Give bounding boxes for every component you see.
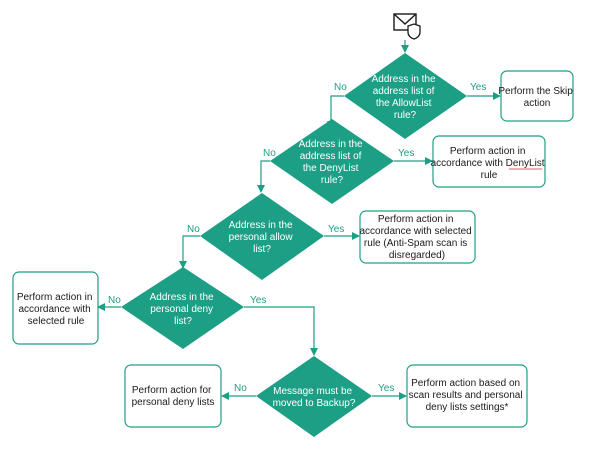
svg-text:Perform action for perso: Perform action for personal deny lists bbox=[132, 385, 215, 408]
connector-d1-no bbox=[327, 95, 344, 129]
action-selected-rule-antispam: Perform action in accordance with select… bbox=[359, 210, 476, 264]
svg-text:Address in the personal: Address in the personal deny list? bbox=[150, 292, 217, 327]
svg-text:Perform action in accord: Perform action in accordance with DenyLi… bbox=[431, 146, 548, 181]
connector-d2-no bbox=[257, 160, 270, 193]
svg-text:Perform the Skip action: Perform the Skip action bbox=[498, 86, 575, 109]
branch-labels: Yes No Yes No Yes No No Yes No Yes bbox=[108, 82, 486, 394]
decision-denylist-rule: Address in the address list of the DenyL… bbox=[270, 119, 394, 204]
action-skip: Perform the Skip action bbox=[498, 70, 575, 122]
action-personal-deny-lists: Perform action for personal deny lists bbox=[124, 364, 222, 428]
decision-backup: Message must be moved to Backup? bbox=[256, 356, 372, 437]
connectors bbox=[97, 40, 501, 400]
mail-shield-icon bbox=[393, 13, 421, 40]
action-scan-results: Perform action based on scan results and… bbox=[406, 364, 528, 428]
svg-text:Message must be moved to: Message must be moved to Backup? bbox=[273, 386, 356, 409]
label-yes: Yes bbox=[470, 82, 486, 93]
label-yes: Yes bbox=[398, 148, 414, 159]
label-yes: Yes bbox=[378, 383, 394, 394]
label-no: No bbox=[108, 295, 121, 306]
svg-text:Perform action based on: Perform action based on scan results and… bbox=[409, 378, 526, 413]
connector-d3-no bbox=[179, 235, 200, 269]
connector-d4-yes bbox=[244, 306, 318, 356]
label-no: No bbox=[234, 383, 247, 394]
action-denylist: Perform action in accordance with DenyLi… bbox=[431, 135, 548, 188]
label-yes: Yes bbox=[328, 224, 344, 235]
decision-allowlist-rule: Address in the address list of the Allow… bbox=[344, 53, 467, 139]
label-yes: Yes bbox=[250, 295, 266, 306]
action-selected-rule: Perform action in accordance with select… bbox=[12, 271, 99, 345]
decision-personal-allow: Address in the personal allow list? bbox=[200, 193, 324, 280]
svg-text:Address in the address l: Address in the address list of the Allow… bbox=[372, 74, 439, 121]
decision-personal-deny: Address in the personal deny list? bbox=[121, 267, 244, 349]
label-no: No bbox=[334, 82, 347, 93]
svg-text:Perform action in accord: Perform action in accordance with select… bbox=[359, 214, 474, 261]
svg-text:Address in the personal: Address in the personal allow list? bbox=[229, 220, 296, 255]
label-no: No bbox=[187, 224, 200, 235]
svg-text:Address in the address l: Address in the address list of the DenyL… bbox=[299, 139, 366, 186]
svg-text:Perform action in accord: Perform action in accordance with select… bbox=[17, 292, 95, 327]
label-no: No bbox=[263, 148, 276, 159]
